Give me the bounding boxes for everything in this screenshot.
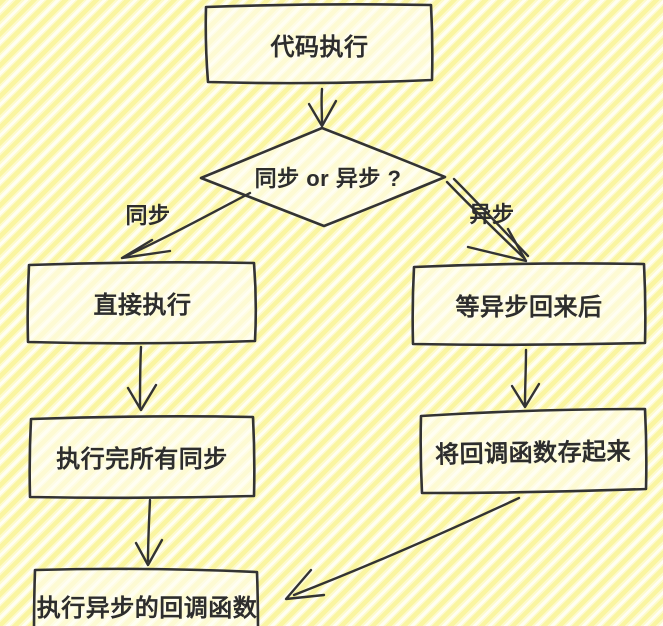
edge-decision-to-sync [122,191,252,259]
arrowhead-async-to-store [510,382,541,409]
edge-async-branch-label: 异步 [469,202,515,227]
edge-sync-branch-label: 同步 [125,203,171,228]
arrowhead-sync-to-syncdone [126,383,158,412]
node-decision-label: 同步 or 异步 ? [254,166,402,191]
node-async-wait-label: 等异步回来后 [455,293,603,321]
node-run-async-callbacks-label: 执行异步的回调函数 [36,594,258,622]
node-decision-diamond-shape [199,126,447,228]
arrowhead-store-to-final [284,568,326,601]
arrowhead-syncdone-to-final [134,538,164,567]
edge-decision-to-async-stroke1 [445,180,526,260]
arrowhead-decision-to-sync [120,238,172,260]
edge-sync-to-syncdone [138,345,143,410]
node-sync-done-shape [28,415,256,500]
node-run-async-callbacks-shape [32,567,260,626]
edge-store-to-final [292,496,521,597]
node-code-execution-label: 代码执行 [270,33,369,61]
node-code-execution-shape [204,3,434,85]
node-store-callback-label: 将回调函数存起来 [434,437,632,469]
edge-async-to-store [523,348,528,406]
node-sync-done-label: 执行完所有同步 [56,446,228,473]
arrowhead-decision-to-async [466,227,528,263]
node-sync-direct-shape [26,261,258,345]
arrowhead-code-to-decision [307,99,338,128]
node-async-wait-shape [411,262,647,347]
edge-syncdone-to-final [146,498,152,563]
edge-decision-to-async-stroke2 [452,177,530,258]
node-sync-direct-label: 直接执行 [93,292,192,319]
node-store-callback-shape [419,407,648,495]
